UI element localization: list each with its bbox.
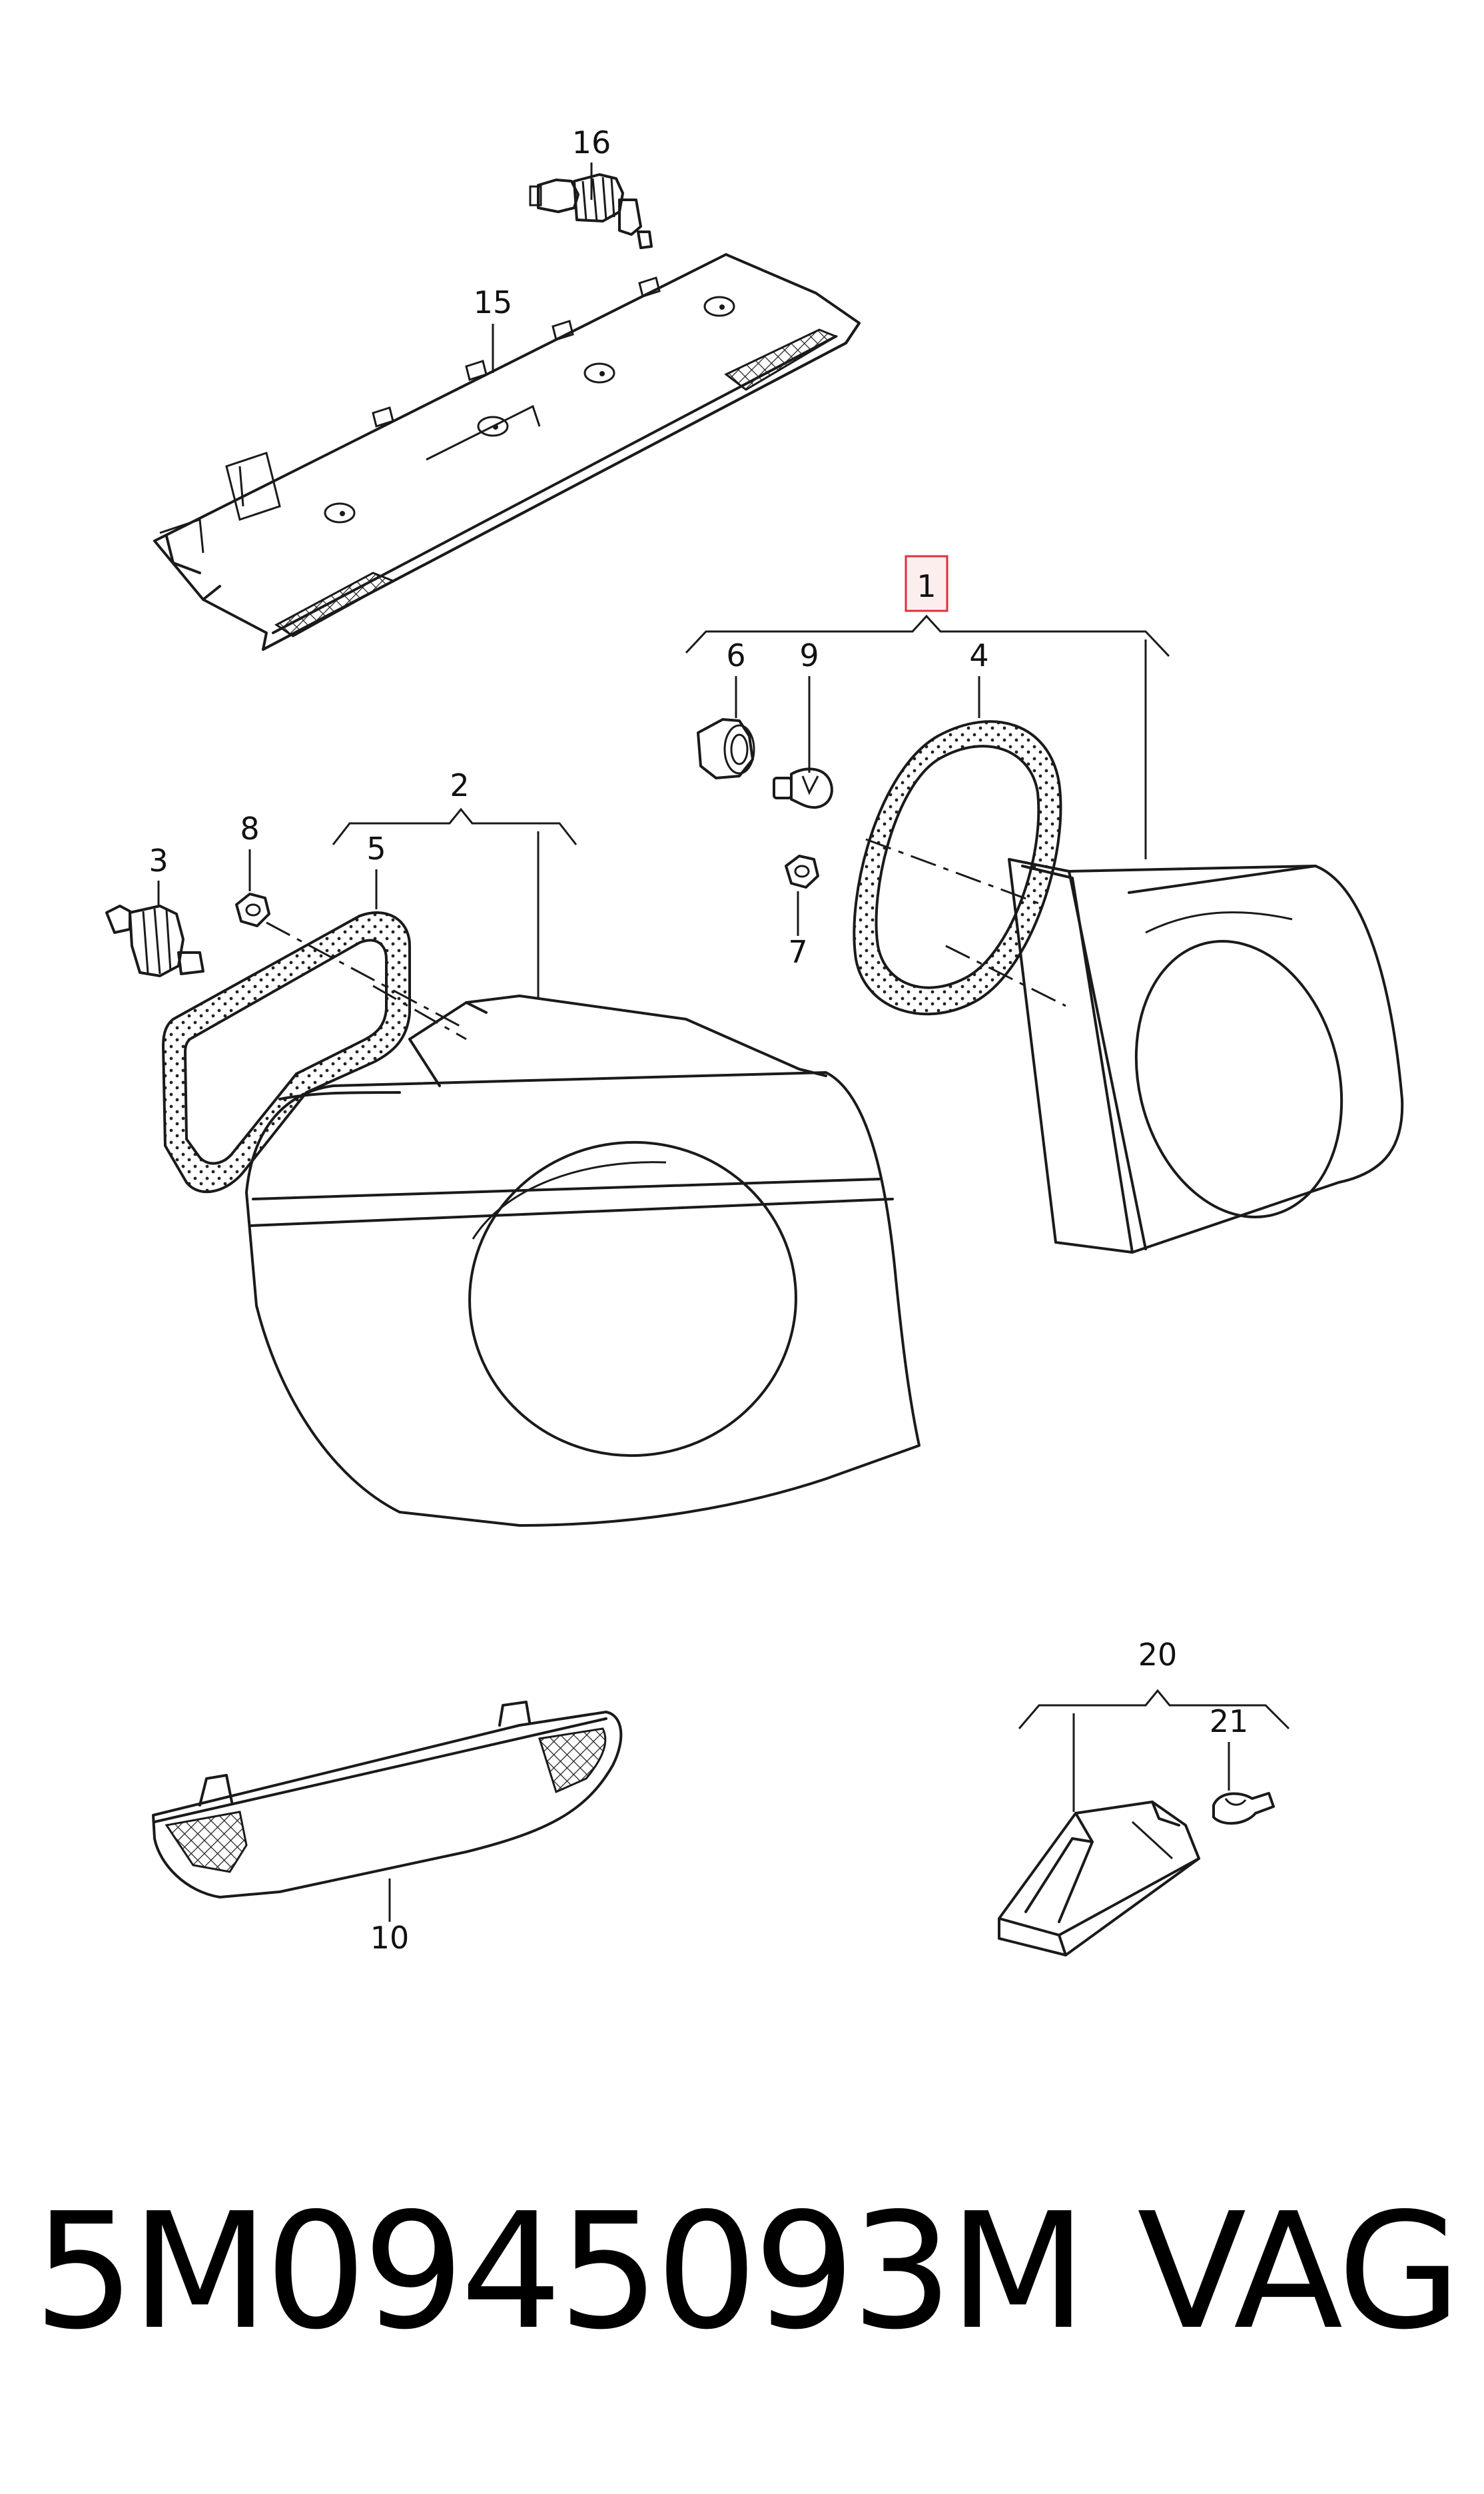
- callout-20: 20: [1138, 1637, 1178, 1673]
- callout-10: 10: [370, 1920, 410, 1956]
- callout-8: 8: [240, 811, 259, 847]
- reflector-10: [152, 1701, 623, 1898]
- callout-2: 2: [450, 767, 469, 803]
- callout-7: 7: [788, 934, 807, 970]
- lens-mesh-right: [724, 328, 839, 391]
- bulb-9: [773, 767, 833, 809]
- callout-16: 16: [572, 125, 611, 161]
- callout-1-highlight: [905, 555, 948, 612]
- callout-15: 15: [474, 284, 513, 320]
- gasket-5: [161, 911, 411, 1194]
- brake-light-15: [153, 253, 861, 651]
- callout-5: 5: [366, 831, 386, 867]
- lens-mesh-left: [274, 572, 396, 637]
- nut-8: [235, 893, 270, 927]
- nut-7: [785, 855, 819, 889]
- callout-3: 3: [149, 843, 168, 879]
- bulb-holder-3: [105, 905, 204, 977]
- axis-line-2b: [372, 985, 467, 1040]
- bracket-1: [685, 614, 1170, 657]
- callout-21: 21: [1210, 1703, 1249, 1739]
- bracket-2: [332, 807, 577, 845]
- bulb-holder-6: [697, 718, 755, 779]
- axis-line-1a: [865, 838, 1046, 907]
- callout-9: 9: [799, 637, 819, 673]
- outer-tail-light: [245, 995, 921, 1527]
- wedge-bulb-21: [1212, 1792, 1275, 1825]
- callout-4: 4: [969, 637, 988, 673]
- gasket-4: [853, 720, 1062, 1016]
- bulb-holder-16: [529, 173, 653, 249]
- brand-name: VAG: [1137, 2178, 1461, 2365]
- axis-line-2a: [266, 921, 460, 1027]
- callout-6: 6: [726, 637, 745, 673]
- footer: 5M0945093M VAG: [33, 2172, 1461, 2371]
- bracket-20: [1018, 1689, 1290, 1730]
- part-number: 5M0945093M: [33, 2178, 1087, 2365]
- inner-tail-light: [1008, 858, 1404, 1254]
- axis-line-1b: [945, 945, 1066, 1007]
- callout-1: 1: [917, 568, 936, 604]
- license-plate-light-20: [998, 1801, 1200, 1956]
